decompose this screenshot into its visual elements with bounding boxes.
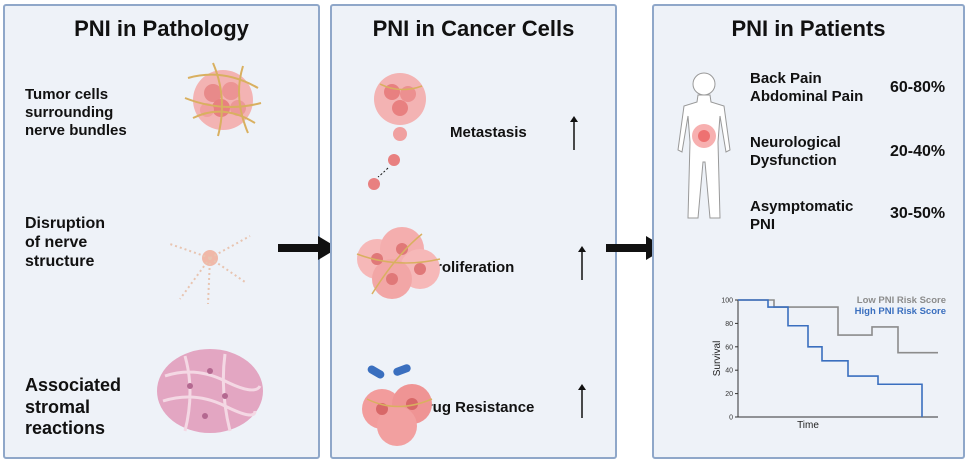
legend-entry: Low PNI Risk Score <box>857 295 946 306</box>
y-axis-label: Survival <box>712 341 723 377</box>
y-tick-label: 20 <box>725 391 733 398</box>
symptom-neurological: Neurological Dysfunction <box>750 134 841 169</box>
pathology-panel: PNI in Pathology Tumor cells surrounding… <box>3 4 320 459</box>
symptom-asymptomatic-percent: 30-50% <box>890 205 946 222</box>
symptom-neurological-percent: 20-40% <box>890 143 946 160</box>
cancer-cells-panel: PNI in Cancer Cells Metastasis Prolifera… <box>330 4 617 459</box>
symptom-pain-percent: 60-80% <box>890 79 946 96</box>
patients-title: PNI in Patients <box>731 16 886 41</box>
symptom-asymptomatic: Asymptomatic PNI <box>750 198 854 233</box>
series-line-low-risk <box>738 299 938 354</box>
drug-resistance-label: Drug Resistance <box>416 399 535 416</box>
proliferation-cell-icon <box>356 227 441 299</box>
x-axis-label: Time <box>797 420 819 431</box>
human-body-icon <box>677 72 731 219</box>
tumor-nerve-cluster-icon <box>184 62 262 137</box>
series-line-high-risk <box>738 299 923 417</box>
proliferation-label: Proliferation <box>426 259 515 276</box>
y-tick-label: 80 <box>725 321 733 328</box>
neuron-icon <box>169 235 251 305</box>
pathology-item-stromal: Associated stromal reactions <box>25 375 122 439</box>
pathology-item-tumor-cells: Tumor cells surrounding nerve bundles <box>25 86 127 139</box>
pathology-item-nerve-disruption: Disruption of nerve structure <box>25 215 105 271</box>
increase-arrow-icon <box>578 384 586 418</box>
y-tick-label: 40 <box>725 368 733 375</box>
metastasis-label: Metastasis <box>450 124 527 141</box>
increase-arrow-icon <box>578 246 586 280</box>
stromal-tissue-icon <box>157 349 263 433</box>
y-tick-label: 100 <box>721 298 733 305</box>
symptom-pain: Back Pain Abdominal Pain <box>750 70 864 105</box>
legend-entry: High PNI Risk Score <box>855 306 946 317</box>
increase-arrow-icon <box>570 116 578 150</box>
y-tick-label: 60 <box>725 344 733 351</box>
arrow-right-icon <box>278 236 338 260</box>
patients-panel: PNI in Patients Back Pain Abdominal Pain… <box>652 4 965 459</box>
pathology-title: PNI in Pathology <box>74 16 249 41</box>
cancer-cells-title: PNI in Cancer Cells <box>372 16 575 41</box>
metastasis-cell-icon <box>368 73 426 190</box>
drug-resistance-cell-icon <box>362 364 433 446</box>
y-tick-label: 0 <box>729 415 733 422</box>
